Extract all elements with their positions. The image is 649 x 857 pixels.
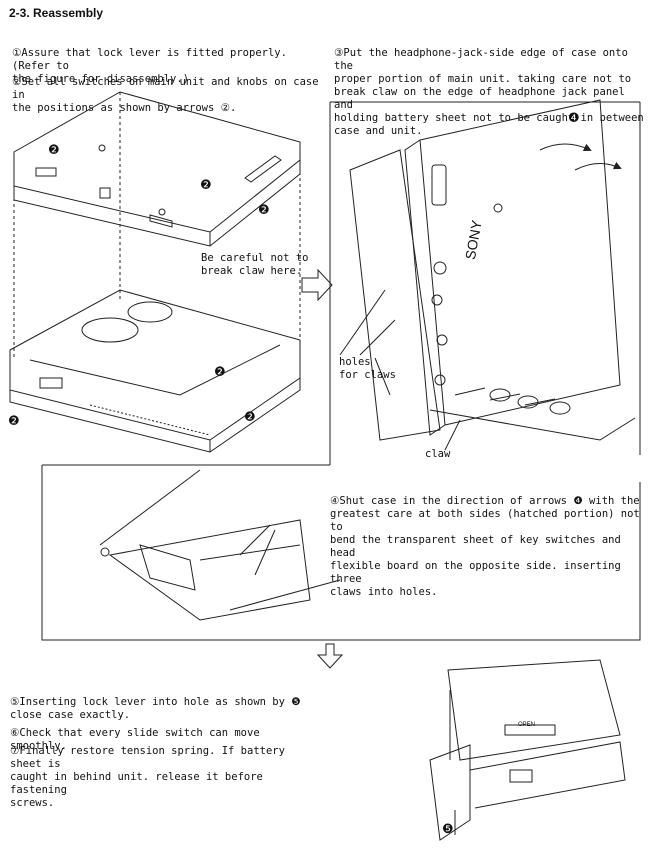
step-marker: ② — [12, 76, 22, 88]
step-1: ①Assure that lock lever is fitted proper… — [12, 34, 322, 86]
step-marker: ③ — [334, 47, 344, 59]
arrow-marker-2: ❷ — [48, 143, 60, 158]
step-4: ④Shut case in the direction of arrows ❹ … — [330, 482, 645, 599]
holes-label: holes for claws — [339, 356, 396, 381]
step-5: ⑤Inserting lock lever into hole as shown… — [10, 683, 320, 722]
hollow-arrow-down — [316, 643, 344, 669]
step-marker: ⑦ — [10, 745, 20, 757]
step-marker: ⑥ — [10, 727, 20, 739]
lock-lever-detail — [447, 659, 621, 761]
hollow-arrow-right — [301, 268, 333, 302]
arrow-marker-2: ❷ — [8, 414, 20, 429]
step-text: Check that every slide switch can move s… — [10, 727, 260, 752]
arrow-marker-2: ❷ — [258, 203, 270, 218]
closing-case — [99, 469, 311, 621]
step-marker: ④ — [330, 495, 340, 507]
step-text: Put the headphone-jack-side edge of case… — [334, 47, 644, 137]
step-7: ⑦Finally restore tension spring. If batt… — [10, 732, 320, 810]
step-2: ②Set all switches on main unit and knobs… — [12, 63, 322, 115]
step-text: Set all switches on main unit and knobs … — [12, 76, 319, 114]
step-text: Assure that lock lever is fitted properl… — [12, 47, 287, 85]
arrow-marker-2: ❷ — [200, 178, 212, 193]
section-title: 2-3. Reassembly — [9, 6, 104, 20]
figure-frame — [41, 465, 641, 641]
step-text: Shut case in the direction of arrows ❹ w… — [330, 495, 640, 598]
arrow-marker-4: ❹ — [568, 111, 580, 126]
step-6: ⑥Check that every slide switch can move … — [10, 714, 320, 753]
careful-label: Be careful not to break claw here. — [201, 252, 309, 277]
step-3: ③Put the headphone-jack-side edge of cas… — [334, 34, 646, 138]
open-label: OPEN — [518, 722, 536, 728]
step-text: Finally restore tension spring. If batte… — [10, 745, 285, 809]
arrow-marker-2: ❷ — [214, 365, 226, 380]
case-body — [419, 99, 621, 426]
step-text: Inserting lock lever into hole as shown … — [10, 696, 301, 721]
arrow-marker-5: ❺ — [442, 822, 454, 837]
step-marker: ① — [12, 47, 22, 59]
claw-label: claw — [425, 448, 451, 460]
arrow-marker-2: ❷ — [244, 410, 256, 425]
step-marker: ⑤ — [10, 696, 20, 708]
